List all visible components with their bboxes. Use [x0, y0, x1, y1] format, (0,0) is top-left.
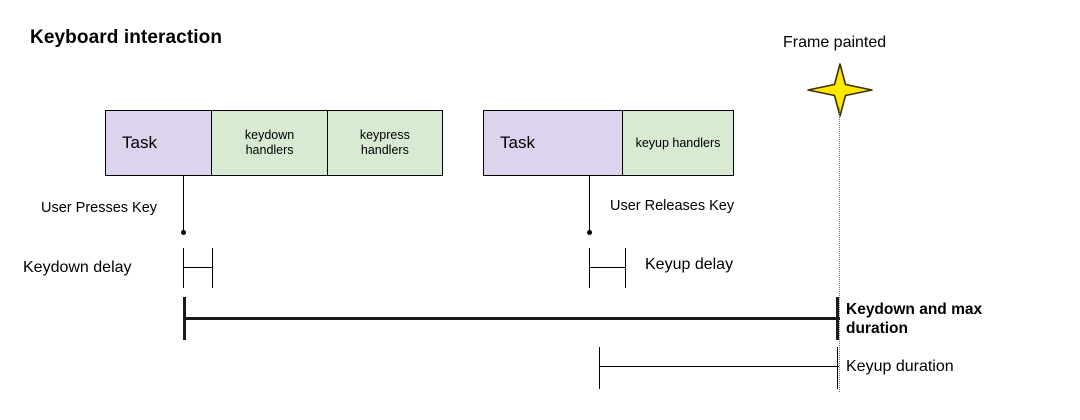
keypress-handlers-cell: keypress handlers — [326, 111, 442, 175]
keyup-delay-label: Keyup delay — [645, 256, 734, 273]
task-cell-keyup-row: Task — [484, 111, 622, 175]
keydown-max-duration-span-line — [183, 317, 840, 320]
keyup-duration-span-line — [599, 366, 839, 368]
keyup-duration-start-tick — [599, 347, 601, 389]
keydown-handlers-cell: keydown handlers — [211, 111, 327, 175]
frame-painted-label: Frame painted — [783, 34, 887, 51]
keyup-delay-span-line — [589, 267, 626, 269]
keyup-handlers-cell: keyup handlers — [621, 111, 733, 175]
keydown-max-duration-end-tick — [836, 297, 839, 340]
keydown-delay-label: Keydown delay — [23, 259, 132, 276]
user-presses-key-label: User Presses Key — [41, 200, 158, 216]
frame-painted-guide-line — [839, 107, 840, 392]
page-title: Keyboard interaction — [30, 27, 223, 48]
user-releases-key-pointer-line — [589, 176, 591, 234]
keyup-duration-label: Keyup duration — [846, 358, 954, 375]
keyup-duration-end-tick — [837, 347, 839, 389]
user-presses-key-pointer-dot — [181, 230, 186, 235]
user-releases-key-pointer-dot — [587, 230, 592, 235]
keydown-task-strip: Task keydown handlers keypress handlers — [105, 110, 443, 176]
task-cell-keydown-row: Task — [106, 111, 212, 175]
keyup-task-strip: Task keyup handlers — [483, 110, 734, 176]
four-point-star-icon — [806, 62, 874, 123]
user-releases-key-label: User Releases Key — [610, 198, 735, 214]
keydown-max-duration-label: Keydown and max duration — [846, 301, 983, 338]
user-presses-key-pointer-line — [183, 176, 185, 234]
keydown-delay-span-line — [183, 267, 213, 269]
